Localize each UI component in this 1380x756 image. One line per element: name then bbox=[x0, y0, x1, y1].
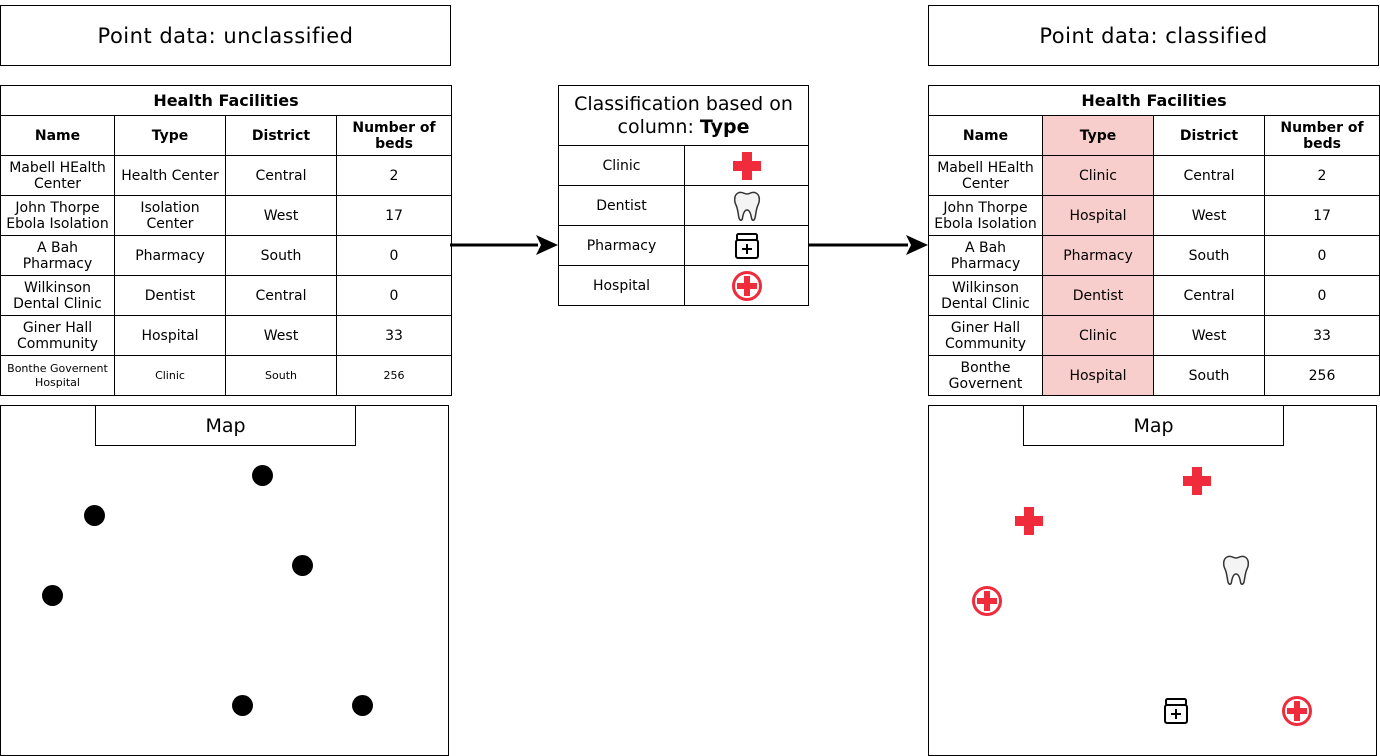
table-row: Wilkinson Dental Clinic Dentist Central … bbox=[928, 275, 1380, 316]
cell-district: South bbox=[225, 355, 337, 396]
cell-type: Pharmacy bbox=[114, 235, 226, 276]
pharmacy-jar-icon bbox=[1164, 698, 1188, 724]
legend-row-hospital: Hospital bbox=[558, 266, 809, 306]
tooth-icon bbox=[1222, 555, 1250, 585]
legend-label: Clinic bbox=[559, 146, 685, 185]
cell-name: Giner Hall Community bbox=[0, 315, 115, 356]
cell-name: Mabell HEalth Center bbox=[928, 155, 1043, 196]
legend-title-column: Type bbox=[699, 115, 750, 138]
hospital-circle-cross-icon bbox=[731, 270, 762, 301]
cell-name: John Thorpe Ebola Isolation bbox=[0, 195, 115, 236]
cell-district: West bbox=[1153, 195, 1265, 236]
cell-name: Giner Hall Community bbox=[928, 315, 1043, 356]
cell-district: South bbox=[1153, 235, 1265, 276]
map-point bbox=[42, 585, 63, 606]
legend-title-prefix: column: bbox=[617, 115, 700, 138]
cell-beds: 33 bbox=[1264, 315, 1380, 356]
clinic-cross-icon bbox=[1183, 467, 1211, 495]
cell-name: Wilkinson Dental Clinic bbox=[928, 275, 1043, 316]
hospital-circle-cross-icon bbox=[972, 586, 1002, 616]
table-row: Bonthe Governent Hospital Clinic South 2… bbox=[0, 355, 452, 396]
table-row: Giner Hall Community Clinic West 33 bbox=[928, 315, 1380, 356]
hospital-circle-cross-icon bbox=[1282, 696, 1312, 726]
cell-name: John Thorpe Ebola Isolation bbox=[928, 195, 1043, 236]
table-row: John Thorpe Ebola Isolation Isolation Ce… bbox=[0, 195, 452, 236]
cell-district: West bbox=[225, 315, 337, 356]
cell-beds: 2 bbox=[336, 155, 452, 196]
cell-type: Hospital bbox=[1042, 195, 1154, 236]
left-health-facilities-table: Health Facilities Name Type District Num… bbox=[0, 85, 452, 396]
legend-label: Dentist bbox=[559, 186, 685, 225]
cell-type: Dentist bbox=[1042, 275, 1154, 316]
map-point bbox=[252, 465, 273, 486]
cell-district: Central bbox=[1153, 155, 1265, 196]
cell-beds: 33 bbox=[336, 315, 452, 356]
table-row: Giner Hall Community Hospital West 33 bbox=[0, 315, 452, 356]
cell-name: A Bah Pharmacy bbox=[928, 235, 1043, 276]
cell-type: Clinic bbox=[1042, 315, 1154, 356]
pharmacy-jar-icon bbox=[734, 232, 759, 259]
legend-row-pharmacy: Pharmacy bbox=[558, 226, 809, 266]
cell-beds: 2 bbox=[1264, 155, 1380, 196]
cell-name: A Bah Pharmacy bbox=[0, 235, 115, 276]
cell-district: Central bbox=[225, 155, 337, 196]
right-map-label: Map bbox=[1023, 405, 1284, 446]
table-row: A Bah Pharmacy Pharmacy South 0 bbox=[928, 235, 1380, 276]
cell-district: West bbox=[225, 195, 337, 236]
cell-beds: 17 bbox=[336, 195, 452, 236]
cell-name: Bonthe Governent bbox=[928, 355, 1043, 396]
cell-beds: 0 bbox=[1264, 275, 1380, 316]
cell-beds: 256 bbox=[336, 355, 452, 396]
clinic-cross-icon bbox=[732, 151, 761, 180]
cell-beds: 256 bbox=[1264, 355, 1380, 396]
legend-label: Hospital bbox=[559, 266, 685, 305]
cell-name: Mabell HEalth Center bbox=[0, 155, 115, 196]
right-health-facilities-table: Health Facilities Name Type District Num… bbox=[928, 85, 1380, 396]
table-row: Bonthe Governent Hospital South 256 bbox=[928, 355, 1380, 396]
cell-name: Bonthe Governent Hospital bbox=[0, 355, 115, 396]
map-point bbox=[292, 555, 313, 576]
table-row: A Bah Pharmacy Pharmacy South 0 bbox=[0, 235, 452, 276]
legend-row-dentist: Dentist bbox=[558, 186, 809, 226]
col-header-name: Name bbox=[928, 115, 1043, 156]
clinic-cross-icon bbox=[1015, 507, 1043, 535]
legend-row-clinic: Clinic bbox=[558, 146, 809, 186]
cell-type: Pharmacy bbox=[1042, 235, 1154, 276]
cell-type: Clinic bbox=[114, 355, 226, 396]
cell-type: Hospital bbox=[114, 315, 226, 356]
cell-type: Dentist bbox=[114, 275, 226, 316]
table-row: Mabell HEalth Center Clinic Central 2 bbox=[928, 155, 1380, 196]
cell-type: Clinic bbox=[1042, 155, 1154, 196]
left-title: Point data: unclassified bbox=[0, 5, 451, 66]
cell-district: West bbox=[1153, 315, 1265, 356]
col-header-district: District bbox=[1153, 115, 1265, 156]
left-map-label: Map bbox=[95, 405, 356, 446]
col-header-beds: Number of beds bbox=[336, 115, 452, 156]
map-point bbox=[232, 695, 253, 716]
cell-beds: 0 bbox=[1264, 235, 1380, 276]
col-header-beds: Number of beds bbox=[1264, 115, 1380, 156]
cell-beds: 17 bbox=[1264, 195, 1380, 236]
right-title: Point data: classified bbox=[928, 5, 1379, 66]
map-point bbox=[352, 695, 373, 716]
cell-beds: 0 bbox=[336, 235, 452, 276]
cell-district: South bbox=[1153, 355, 1265, 396]
table-caption: Health Facilities bbox=[928, 85, 1380, 116]
tooth-icon bbox=[733, 191, 760, 221]
col-header-type: Type bbox=[1042, 115, 1154, 156]
legend-title-line2: column: Type bbox=[618, 116, 750, 139]
col-header-name: Name bbox=[0, 115, 115, 156]
cell-type: Hospital bbox=[1042, 355, 1154, 396]
table-row: John Thorpe Ebola Isolation Hospital Wes… bbox=[928, 195, 1380, 236]
classification-legend-header: Classification based on column: Type bbox=[558, 85, 809, 146]
cell-district: Central bbox=[1153, 275, 1265, 316]
map-point bbox=[84, 505, 105, 526]
legend-title-line1: Classification based on bbox=[574, 92, 793, 115]
legend-label: Pharmacy bbox=[559, 226, 685, 265]
cell-name: Wilkinson Dental Clinic bbox=[0, 275, 115, 316]
